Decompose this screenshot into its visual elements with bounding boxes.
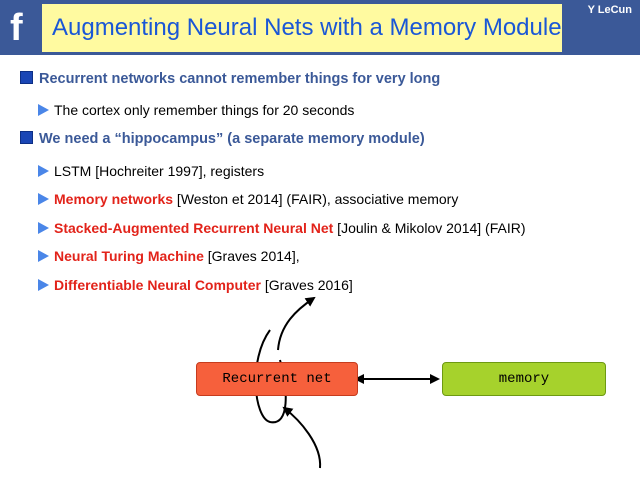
bullet-level2: LSTM [Hochreiter 1997], registers (38, 163, 264, 179)
triangle-bullet-icon (38, 279, 49, 291)
bullet-level2: Memory networks [Weston et 2014] (FAIR),… (38, 191, 458, 207)
bullet-text: [Graves 2014], (203, 248, 300, 264)
input-arrow (282, 406, 322, 469)
bullet-emphasis: Memory networks (54, 191, 174, 207)
slide-title: Augmenting Neural Nets with a Memory Mod… (52, 14, 562, 41)
bullet-text: We need a “hippocampus” (a separate memo… (39, 131, 425, 147)
triangle-bullet-icon (38, 222, 49, 234)
square-bullet-icon (20, 131, 33, 144)
bullet-level2: Differentiable Neural Computer [Graves 2… (38, 277, 353, 293)
author-label: Y LeCun (587, 4, 632, 16)
bullet-level2: Neural Turing Machine [Graves 2014], (38, 248, 300, 264)
bullet-level1: We need a “hippocampus” (a separate memo… (20, 131, 425, 147)
memory-box: memory (442, 362, 606, 396)
bullet-emphasis: Neural Turing Machine (54, 248, 204, 264)
triangle-bullet-icon (38, 104, 49, 116)
memory-diagram: Recurrent net memory (0, 290, 640, 482)
bullet-text: [Graves 2016] (260, 277, 353, 293)
bullet-text: The cortex only remember things for 20 s… (54, 102, 355, 118)
header-bar: f Augmenting Neural Nets with a Memory M… (0, 0, 640, 55)
recurrent-net-box: Recurrent net (196, 362, 358, 396)
facebook-logo-icon: f (10, 7, 23, 49)
bullet-text: Recurrent networks cannot remember thing… (39, 71, 441, 87)
bullet-level2: Stacked-Augmented Recurrent Neural Net [… (38, 220, 525, 236)
bullet-emphasis: Stacked-Augmented Recurrent Neural Net (54, 220, 334, 236)
triangle-bullet-icon (38, 250, 49, 262)
title-box: Augmenting Neural Nets with a Memory Mod… (42, 4, 562, 52)
square-bullet-icon (20, 71, 33, 84)
bullet-emphasis: Differentiable Neural Computer (54, 277, 261, 293)
bullet-text: [Joulin & Mikolov 2014] (FAIR) (333, 220, 526, 236)
triangle-bullet-icon (38, 193, 49, 205)
bullet-level2: The cortex only remember things for 20 s… (38, 102, 354, 118)
triangle-bullet-icon (38, 165, 49, 177)
bullet-text: [Weston et 2014] (FAIR), associative mem… (173, 191, 459, 207)
bullet-level1: Recurrent networks cannot remember thing… (20, 71, 440, 87)
bullet-text: LSTM [Hochreiter 1997], registers (54, 163, 265, 179)
output-arrow (277, 296, 316, 351)
